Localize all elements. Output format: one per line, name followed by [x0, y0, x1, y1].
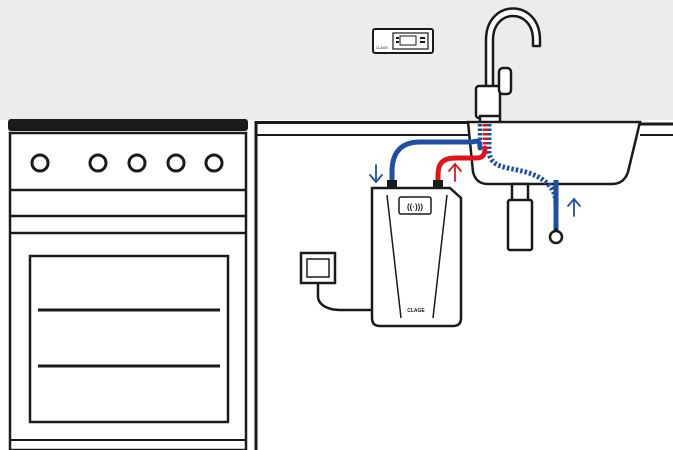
- arrow-down-icon: [369, 164, 383, 184]
- hot-pipe-from-heater: [435, 145, 488, 189]
- cold-pipe-to-heater: [389, 138, 483, 189]
- wall-background: [0, 0, 673, 120]
- stove-knob: [30, 153, 50, 173]
- stove-top: [8, 119, 248, 131]
- hot-connector: [433, 180, 443, 188]
- stove-knob: [88, 153, 108, 173]
- stove-knob: [204, 153, 224, 173]
- heater-display-label: ((·))): [407, 203, 423, 212]
- worktop: [254, 121, 673, 450]
- stove-body: [8, 131, 248, 450]
- stove: [8, 131, 248, 450]
- cold-connector: [387, 180, 397, 188]
- stove-knob: [166, 153, 186, 173]
- heater-display: [398, 196, 432, 215]
- faucet: [474, 7, 542, 126]
- water-heater-icon: ((·))) CLAGE: [370, 186, 463, 328]
- angle-valve: [548, 229, 564, 245]
- sink-bowl: [466, 120, 642, 186]
- stove-knob: [127, 153, 147, 173]
- stove-knobs: [30, 153, 224, 173]
- remote-control-icon: CLAGE: [372, 28, 434, 54]
- heater-brand-label: CLAGE: [407, 308, 425, 314]
- cold-supply-pipe: [486, 124, 559, 230]
- power-cable: [316, 282, 372, 312]
- arrow-up-icon: [567, 197, 581, 217]
- oven-door: [28, 254, 230, 424]
- wall-socket-icon: [299, 251, 337, 285]
- arrow-up-icon: [448, 162, 462, 182]
- drain: [506, 182, 534, 252]
- remote-brand-label: CLAGE: [376, 46, 389, 50]
